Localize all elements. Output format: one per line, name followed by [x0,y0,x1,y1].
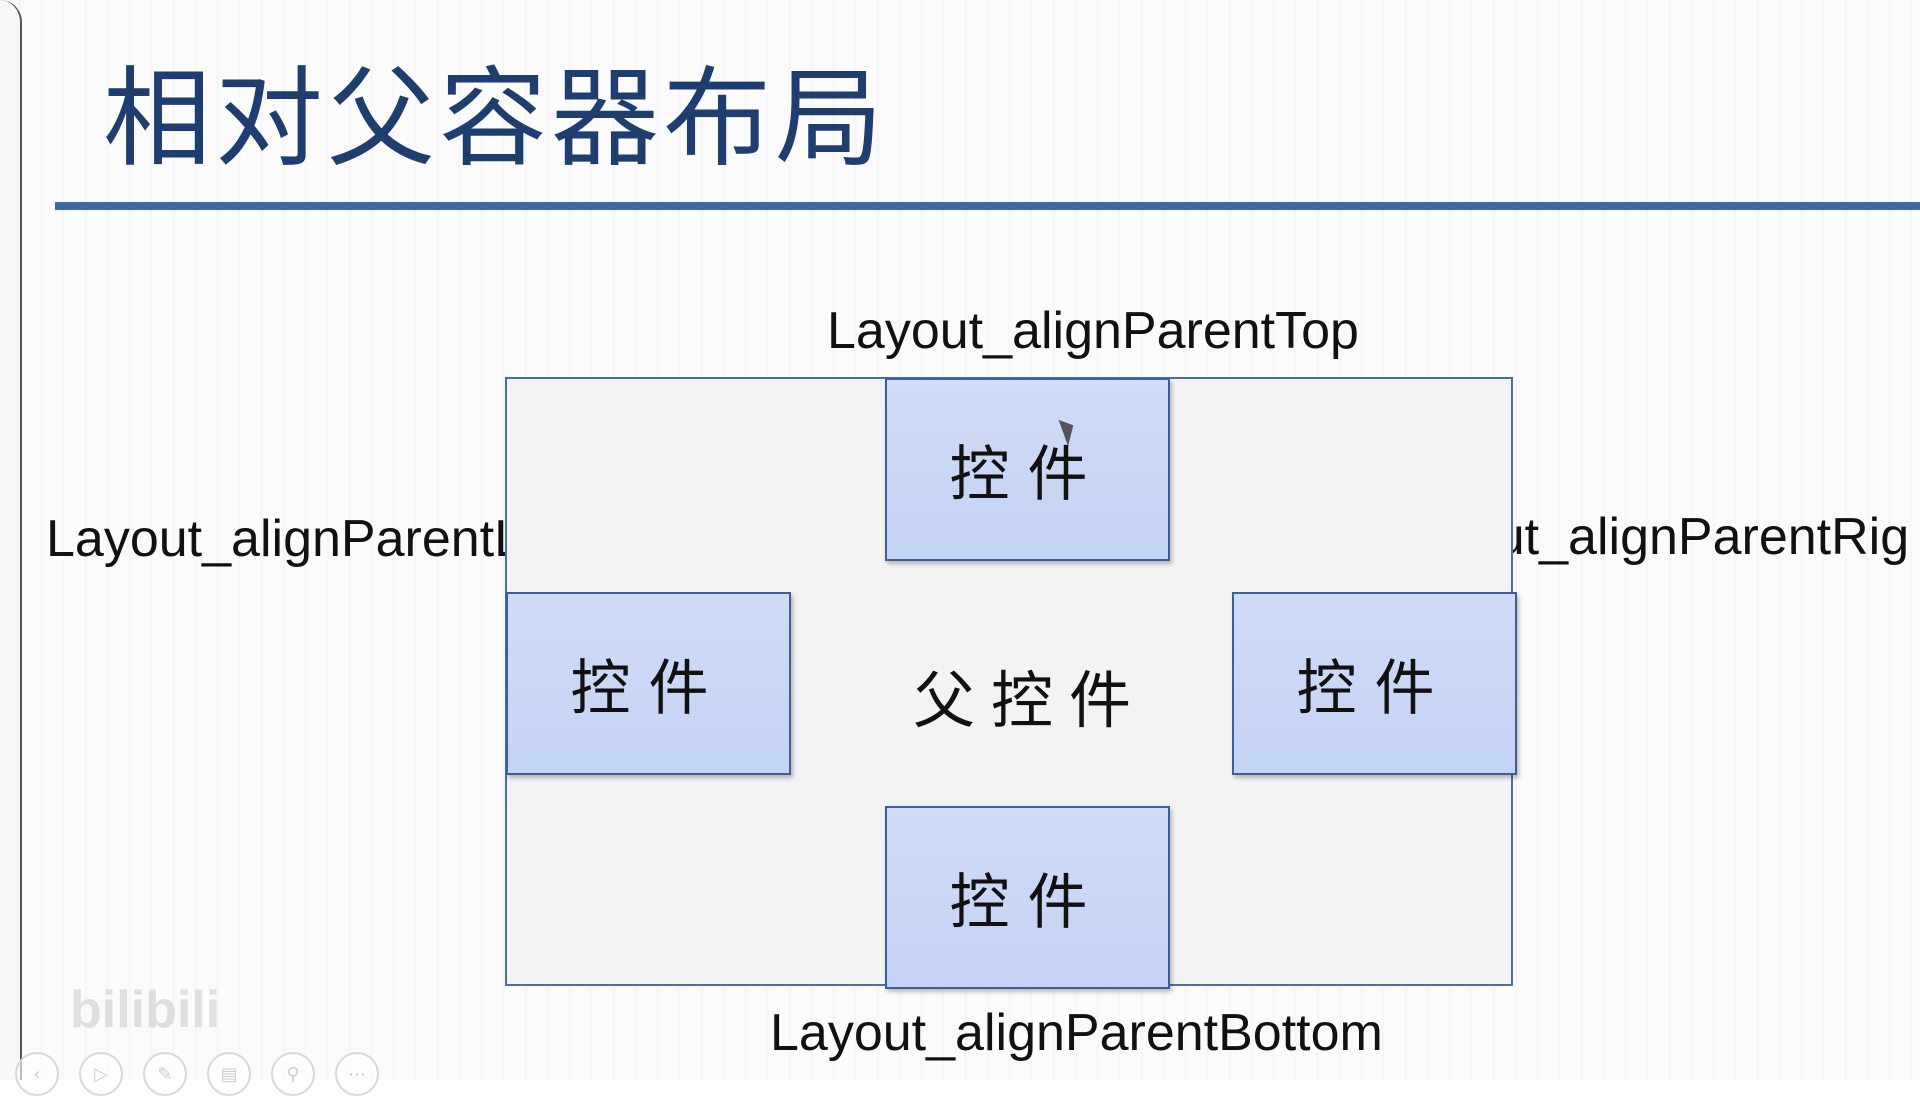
pen-icon[interactable]: ✎ [143,1052,187,1096]
child-control-bottom: 控件 [885,806,1170,989]
parent-control-label: 父控件 [912,664,1147,737]
window-edge [0,0,22,1080]
child-control-right: 控件 [1232,592,1517,775]
bilibili-watermark: bilibili [70,981,221,1039]
child-control-top: 控件 [885,378,1170,561]
slideshow-control-bar: ‹ ▷ ✎ ▤ ⚲ ⋯ [15,1052,379,1096]
more-options-icon[interactable]: ⋯ [335,1052,379,1096]
label-align-parent-top: Layout_alignParentTop [827,302,1359,360]
child-control-left: 控件 [506,592,791,775]
label-align-parent-bottom: Layout_alignParentBottom [770,1004,1383,1062]
title-underline [55,202,1920,210]
slide-title: 相对父容器布局 [103,57,888,182]
slides-grid-icon[interactable]: ▤ [207,1052,251,1096]
label-align-parent-left: Layout_alignParentLeft [46,510,581,568]
play-icon[interactable]: ▷ [79,1052,123,1096]
zoom-icon[interactable]: ⚲ [271,1052,315,1096]
previous-slide-icon[interactable]: ‹ [15,1052,59,1096]
